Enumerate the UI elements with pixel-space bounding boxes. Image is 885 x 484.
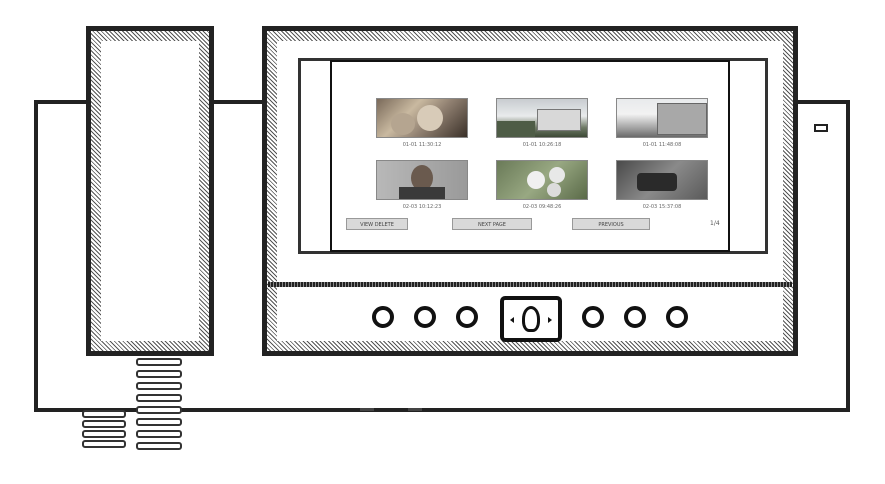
view-delete-button[interactable]: VIEW DELETE	[346, 218, 408, 230]
thumb-caption: 02-03 10:12:23	[402, 204, 442, 210]
base-mark-left	[360, 408, 374, 411]
thumb-caption: 02-03 09:48:26	[522, 204, 562, 210]
page-indicator: 1/4	[710, 220, 720, 227]
thumb-portrait[interactable]	[376, 160, 468, 200]
thumb-caption: 01-01 10:26:18	[522, 142, 562, 148]
handset	[86, 26, 214, 356]
thumb-camera[interactable]	[616, 160, 708, 200]
status-indicator	[814, 124, 828, 132]
nav-right-icon	[548, 317, 552, 323]
thumb-caption: 01-01 11:30:12	[402, 142, 442, 148]
nav-center-icon	[522, 306, 540, 332]
control-button-5[interactable]	[624, 306, 646, 328]
thumb-building-2[interactable]	[616, 98, 708, 138]
control-button-6[interactable]	[666, 306, 688, 328]
base-mark-right	[408, 408, 422, 411]
control-button-4[interactable]	[582, 306, 604, 328]
control-panel-divider	[268, 282, 792, 287]
handset-cord	[136, 358, 186, 454]
control-button-1[interactable]	[372, 306, 394, 328]
nav-left-icon	[510, 317, 514, 323]
next-page-button[interactable]: NEXT PAGE	[452, 218, 532, 230]
thumb-building-1[interactable]	[496, 98, 588, 138]
control-button-3[interactable]	[456, 306, 478, 328]
display: 01-01 11:30:12 01-01 10:26:18 01-01 11:4…	[330, 60, 730, 252]
navigation-pad[interactable]	[500, 296, 562, 342]
cord-plug	[82, 410, 128, 448]
control-button-2[interactable]	[414, 306, 436, 328]
thumb-caption: 02-03 15:37:08	[642, 204, 682, 210]
thumb-caption: 01-01 11:48:08	[642, 142, 682, 148]
thumb-baby[interactable]	[376, 98, 468, 138]
previous-page-button[interactable]: PREVIOUS	[572, 218, 650, 230]
thumb-flowers[interactable]	[496, 160, 588, 200]
